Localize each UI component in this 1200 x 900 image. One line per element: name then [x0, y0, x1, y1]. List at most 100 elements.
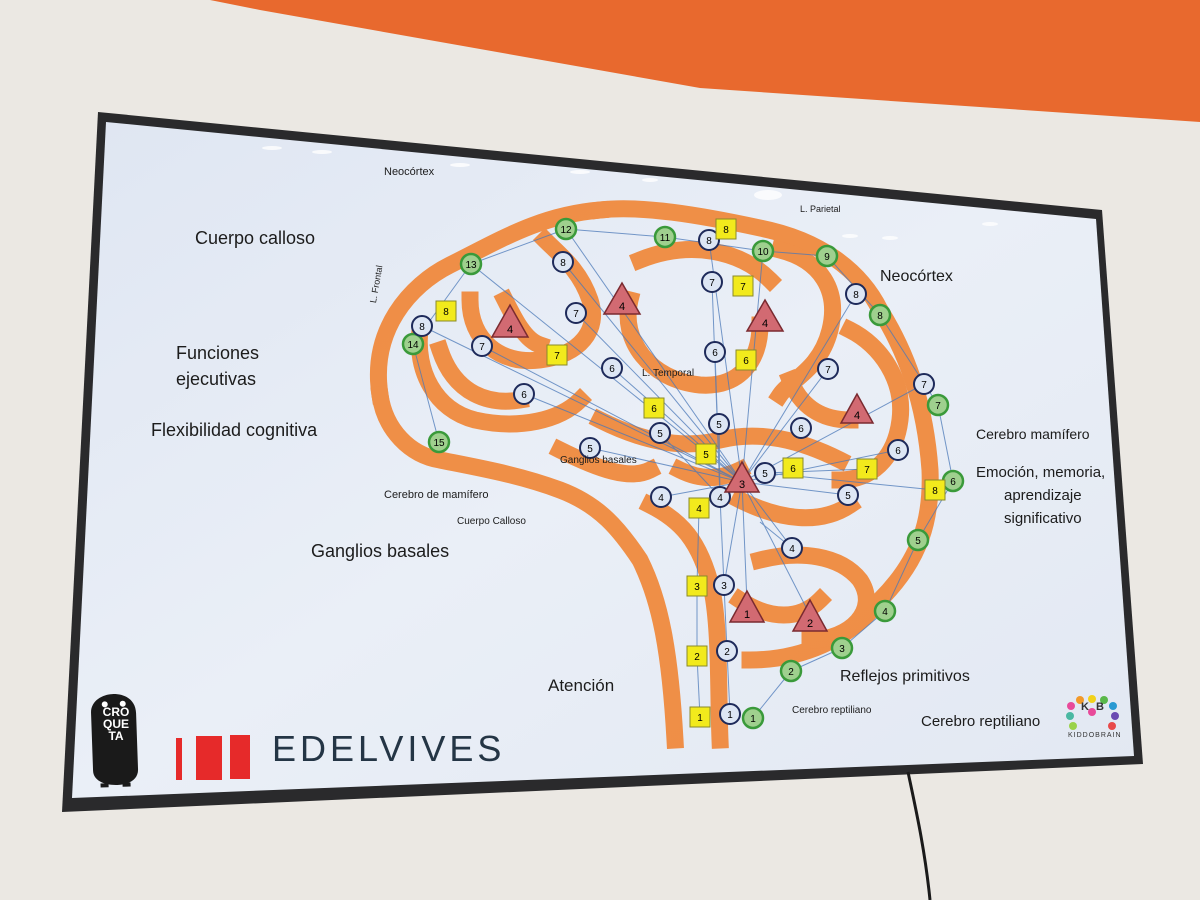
label-ganglios-basales-small: Ganglios basales: [560, 455, 637, 466]
yellow-node-8a: 8: [715, 218, 737, 240]
blue-node-7c: 7: [471, 335, 493, 357]
blue-node-5d: 5: [754, 462, 776, 484]
svg-text:5: 5: [587, 444, 593, 455]
label-neocortex-right: Neocórtex: [880, 268, 953, 285]
blue-node-6e: 6: [887, 439, 909, 461]
label-ganglios-basales-big: Ganglios basales: [311, 541, 450, 561]
blue-node-5e: 5: [837, 484, 859, 506]
tv-cable: [906, 771, 932, 900]
green-node-6: 6: [941, 469, 965, 493]
blue-node-8d: 8: [411, 315, 433, 337]
svg-text:4: 4: [619, 301, 625, 313]
svg-text:6: 6: [798, 424, 804, 435]
green-node-2: 2: [779, 659, 803, 683]
green-node-9: 9: [815, 244, 839, 268]
triangle-1: 1: [728, 589, 766, 623]
svg-text:6: 6: [712, 348, 718, 359]
svg-text:7: 7: [709, 278, 715, 289]
svg-text:2: 2: [788, 667, 794, 678]
green-node-11: 11: [653, 225, 677, 249]
svg-text:3: 3: [694, 582, 700, 593]
green-node-8: 8: [868, 303, 892, 327]
svg-text:4: 4: [854, 410, 860, 422]
blue-node-7a: 7: [701, 271, 723, 293]
svg-text:14: 14: [407, 340, 419, 351]
svg-text:7: 7: [921, 380, 927, 391]
blue-node-8b: 8: [698, 229, 720, 251]
label-atencion: Atención: [548, 676, 615, 695]
label-funciones-1: Funciones: [176, 343, 260, 363]
svg-text:4: 4: [717, 493, 723, 504]
svg-text:7: 7: [935, 401, 941, 412]
yellow-node-8b: 8: [435, 300, 457, 322]
svg-text:6: 6: [950, 477, 956, 488]
svg-text:7: 7: [864, 465, 870, 476]
svg-text:5: 5: [657, 429, 663, 440]
label-reflejos-primitivos: Reflejos primitivos: [840, 668, 970, 685]
yellow-node-5: 5: [695, 443, 717, 465]
svg-text:5: 5: [716, 420, 722, 431]
label-cuerpo-calloso: Cuerpo calloso: [195, 228, 316, 248]
croqueta-logo: [91, 694, 139, 788]
green-node-4: 4: [873, 599, 897, 623]
green-nodes: 12 11 10 9 13 8 14 7 15 6 5 4 3 2 1: [401, 217, 965, 730]
svg-text:1: 1: [750, 714, 756, 725]
croqueta-line-2: QUE: [102, 717, 129, 731]
svg-text:8: 8: [560, 258, 566, 269]
svg-text:5: 5: [915, 536, 921, 547]
triangle-4c: 4: [745, 298, 785, 332]
svg-text:8: 8: [419, 322, 425, 333]
yellow-node-1: 1: [689, 706, 711, 728]
green-node-7: 7: [926, 393, 950, 417]
label-cerebro-de-mamifero: Cerebro de mamífero: [384, 489, 489, 501]
yellow-node-7c: 7: [856, 458, 878, 480]
label-emocion-3: significativo: [1004, 510, 1082, 527]
edelvives-mark: [176, 735, 250, 780]
yellow-node-7a: 7: [732, 275, 754, 297]
blue-node-3: 3: [713, 574, 735, 596]
yellow-node-6c: 6: [782, 457, 804, 479]
green-node-12: 12: [554, 217, 578, 241]
svg-text:5: 5: [762, 469, 768, 480]
label-flexibilidad-cognitiva: Flexibilidad cognitiva: [151, 420, 318, 440]
label-l-parietal: L. Parietal: [800, 204, 841, 214]
svg-text:6: 6: [743, 356, 749, 367]
svg-text:10: 10: [757, 247, 769, 258]
blue-node-4c: 4: [781, 537, 803, 559]
label-cuerpo-calloso-small: Cuerpo Calloso: [457, 516, 526, 527]
triangle-4d: 4: [839, 392, 875, 424]
blue-node-6d: 6: [790, 417, 812, 439]
svg-text:5: 5: [703, 450, 709, 461]
svg-text:2: 2: [807, 618, 813, 630]
label-funciones-2: ejecutivas: [176, 369, 257, 389]
svg-text:11: 11: [660, 233, 671, 244]
svg-text:2: 2: [724, 647, 730, 658]
kiddobrain-letter-b: B: [1096, 701, 1104, 713]
svg-text:4: 4: [789, 544, 795, 555]
svg-text:7: 7: [479, 342, 485, 353]
svg-text:4: 4: [882, 607, 888, 618]
label-cerebro-mamifero-right: Cerebro mamífero: [976, 426, 1090, 442]
svg-text:12: 12: [560, 225, 572, 236]
triangle-2: 2: [791, 598, 829, 632]
svg-text:9: 9: [824, 252, 830, 263]
green-node-13: 13: [459, 252, 483, 276]
green-node-10: 10: [751, 239, 775, 263]
yellow-node-7b: 7: [546, 344, 568, 366]
svg-text:13: 13: [465, 260, 477, 271]
kiddobrain-letter-k: K: [1081, 701, 1089, 713]
yellow-node-2: 2: [686, 645, 708, 667]
croqueta-logo-text: CRO QUE TA: [96, 706, 136, 742]
blue-node-6b: 6: [601, 357, 623, 379]
svg-text:6: 6: [609, 364, 615, 375]
svg-text:6: 6: [895, 446, 901, 457]
label-neocortex-top: Neocórtex: [384, 166, 435, 178]
green-node-1: 1: [741, 706, 765, 730]
svg-text:5: 5: [845, 491, 851, 502]
triangle-4a: 4: [490, 303, 530, 338]
svg-text:8: 8: [932, 486, 938, 497]
svg-text:4: 4: [507, 324, 513, 336]
svg-text:1: 1: [744, 609, 750, 621]
blue-node-6c: 6: [513, 383, 535, 405]
